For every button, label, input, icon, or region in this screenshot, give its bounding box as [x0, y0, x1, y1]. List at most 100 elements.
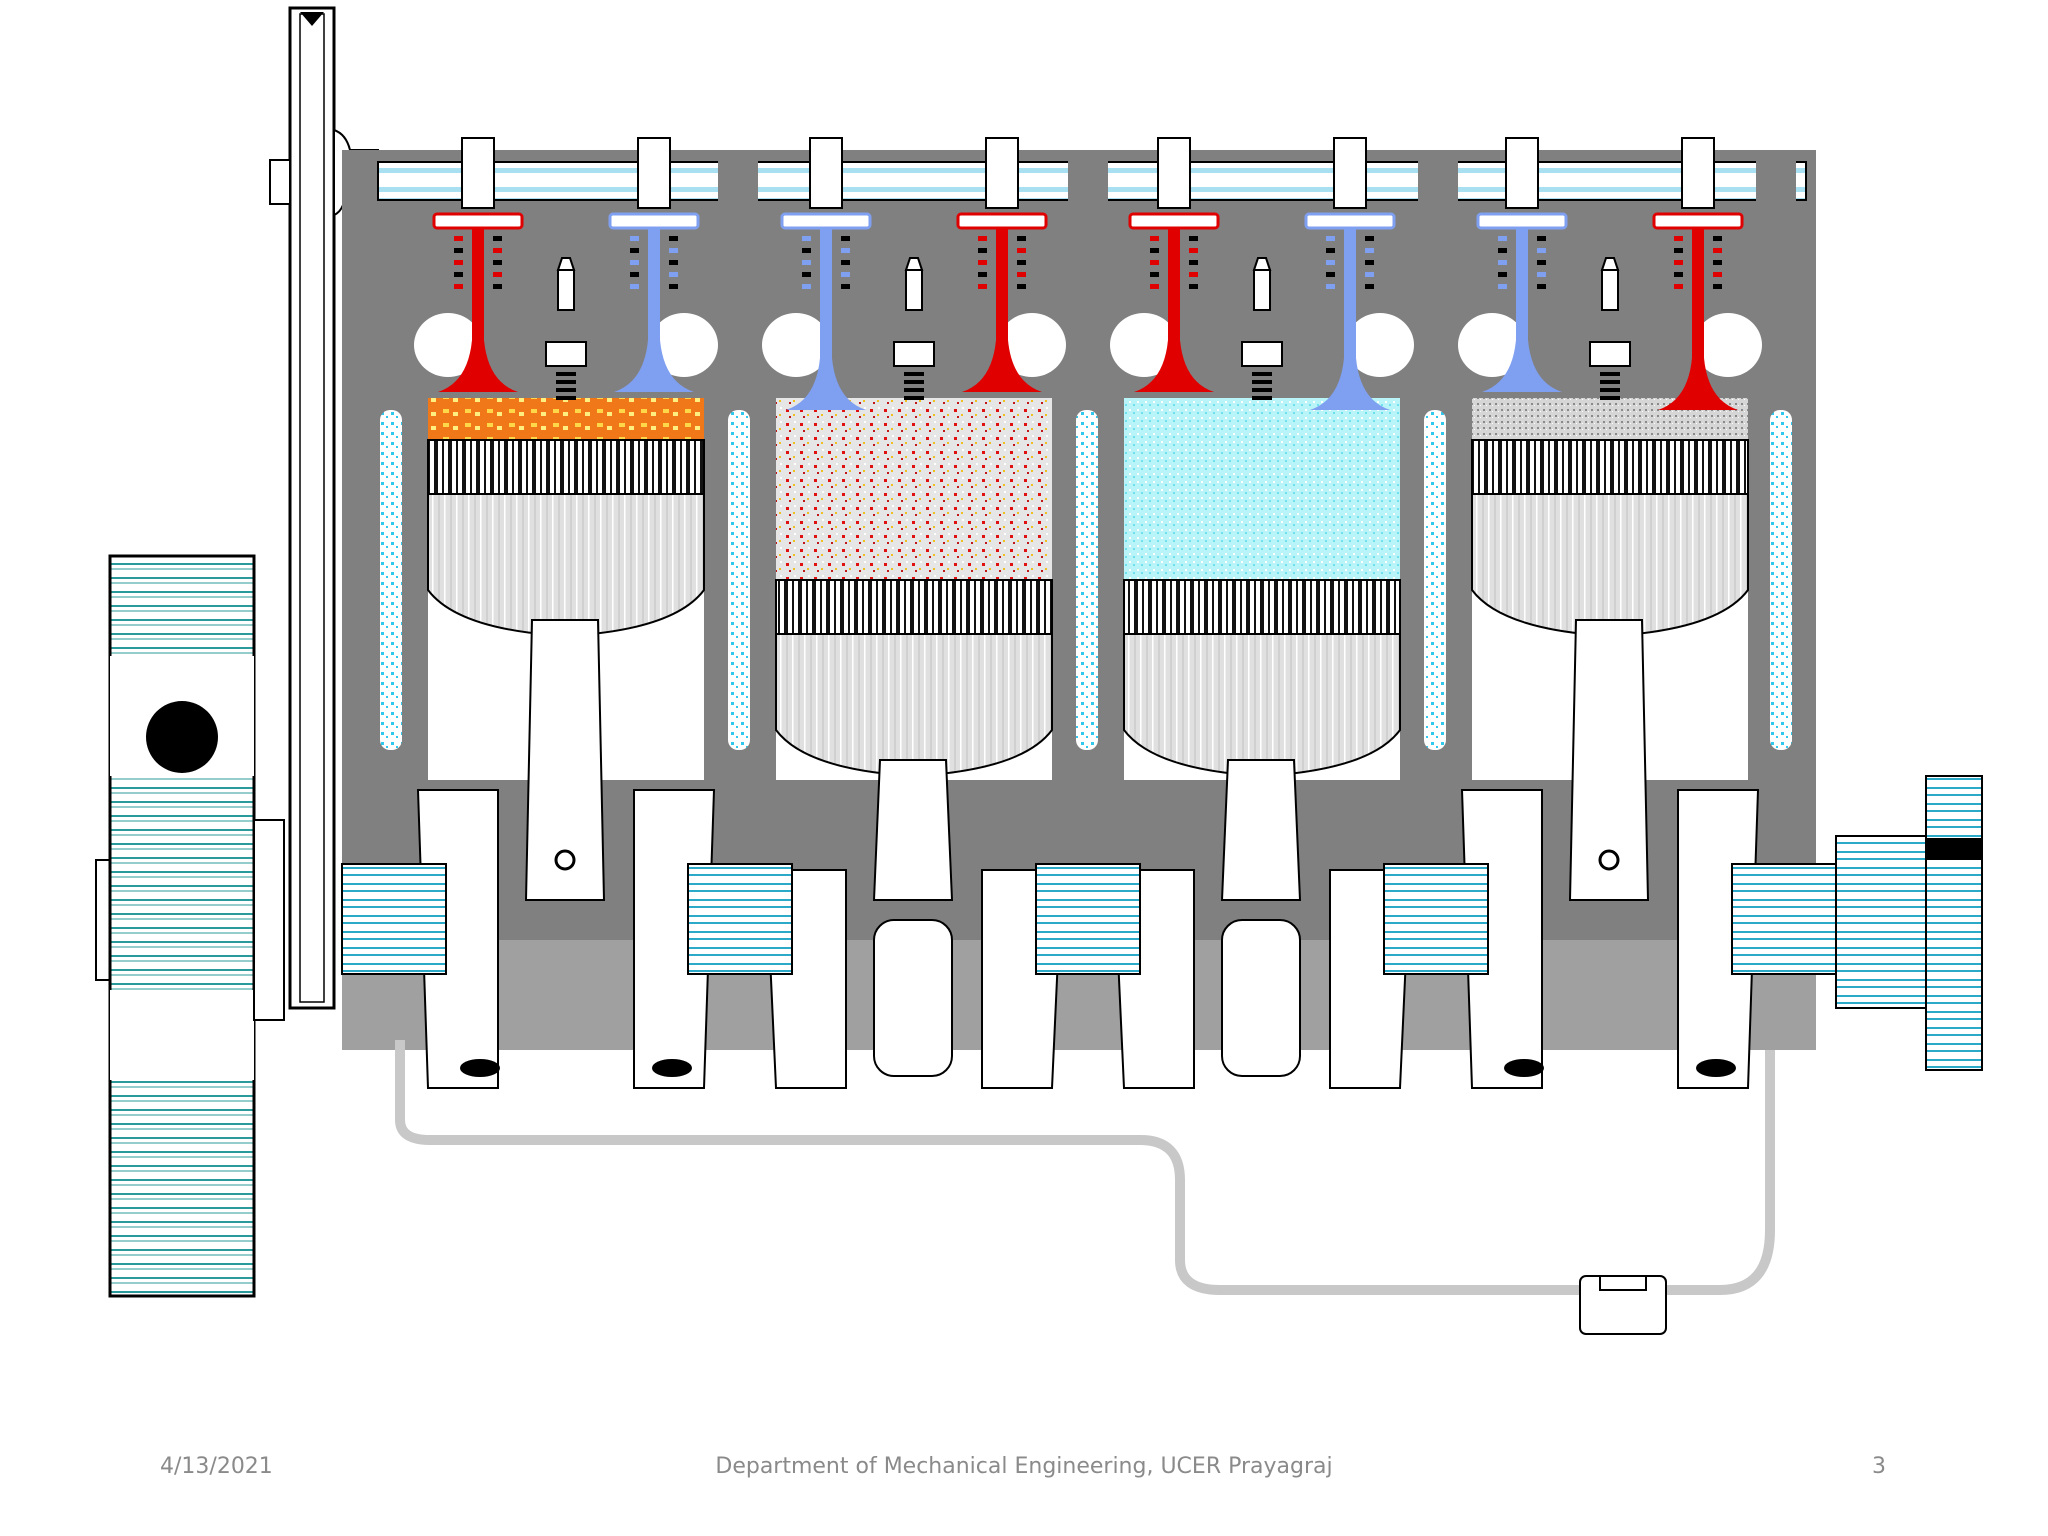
spark-plug-thread	[1600, 396, 1620, 400]
valve-spring-coil	[802, 260, 811, 265]
valve-spring-coil	[1713, 284, 1722, 289]
valve-spring-coil	[1189, 260, 1198, 265]
valve-spring-coil	[630, 284, 639, 289]
valve-spring-coil	[454, 284, 463, 289]
valve-spring-coil	[1326, 248, 1335, 253]
intake-port	[1110, 313, 1178, 377]
valve-spring-coil	[1150, 260, 1159, 265]
spark-plug-thread	[1252, 388, 1272, 392]
connecting-rod	[1568, 619, 1650, 901]
piston	[427, 493, 705, 638]
valve-spring-coil	[1674, 236, 1683, 241]
valve-spring-coil	[841, 236, 850, 241]
spark-plug-hex	[545, 341, 587, 367]
valve-spring-coil	[669, 248, 678, 253]
coolant-jacket	[1076, 410, 1098, 750]
valve-spring-coil	[1017, 248, 1026, 253]
oil-line	[395, 1040, 1775, 1335]
valve-tappet	[1505, 137, 1539, 209]
valve-spring-coil	[1365, 284, 1374, 289]
valve-spring-coil	[1498, 248, 1507, 253]
valve-spring-retainer	[1476, 212, 1568, 230]
camshaft	[377, 150, 1807, 206]
valve-spring-coil	[1365, 236, 1374, 241]
valve-spring-coil	[669, 272, 678, 277]
spark-plug-thread	[1252, 396, 1272, 400]
valve-spring-coil	[454, 236, 463, 241]
crank-pin-icon	[1598, 849, 1620, 871]
connecting-rod	[1220, 759, 1302, 901]
timing-drive	[269, 6, 379, 1010]
valve-stem	[1344, 228, 1356, 396]
valve-spring-coil	[1150, 272, 1159, 277]
valve-spring-retainer	[1304, 212, 1396, 230]
coolant-jacket	[1424, 410, 1446, 750]
valve-spring-coil	[1150, 284, 1159, 289]
valve-spring-coil	[1713, 248, 1722, 253]
valve-head	[614, 340, 694, 392]
spark-plug-thread	[1600, 380, 1620, 384]
valve-spring-coil	[802, 236, 811, 241]
spark-plug-thread	[556, 388, 576, 392]
valve-spring-coil	[669, 260, 678, 265]
valve-spring-coil	[802, 284, 811, 289]
valve-spring-coil	[1365, 248, 1374, 253]
flywheel-hub-icon	[146, 701, 218, 773]
valve-spring-coil	[1326, 260, 1335, 265]
intake-port	[762, 313, 830, 377]
crankshaft	[341, 775, 1983, 1071]
valve-spring-coil	[493, 272, 502, 277]
valve-spring-coil	[630, 236, 639, 241]
valve-spring-retainer	[432, 212, 524, 230]
spark-plug-thread	[556, 396, 576, 400]
valve-tappet	[461, 137, 495, 209]
valve-spring-coil	[1017, 260, 1026, 265]
coolant-jacket	[380, 410, 402, 750]
coolant-jacket	[728, 410, 750, 750]
valve-spring-coil	[978, 236, 987, 241]
valve-tappet	[1681, 137, 1715, 209]
valve-spring-coil	[841, 248, 850, 253]
valve-spring-coil	[841, 284, 850, 289]
valve-spring-coil	[1326, 272, 1335, 277]
valve-spring-coil	[1537, 284, 1546, 289]
piston-rings	[1123, 579, 1401, 635]
valve-spring-coil	[1017, 236, 1026, 241]
valve-spring-coil	[841, 272, 850, 277]
valve-spring-coil	[669, 236, 678, 241]
valve-spring-retainer	[1652, 212, 1744, 230]
spark-plug-thread	[904, 396, 924, 400]
valve-spring-retainer	[956, 212, 1048, 230]
valve-spring-coil	[1150, 248, 1159, 253]
valve-spring-coil	[1189, 284, 1198, 289]
valve-head	[1134, 340, 1214, 392]
spark-plug-thread	[1600, 372, 1620, 376]
spark-plug-thread	[1252, 380, 1272, 384]
cylinder-group	[380, 137, 1792, 1089]
valve-spring-retainer	[1128, 212, 1220, 230]
valve-spring-coil	[1017, 272, 1026, 277]
valve-tappet	[1157, 137, 1191, 209]
intake-port	[1458, 313, 1526, 377]
spark-plug-hex	[893, 341, 935, 367]
piston	[1471, 493, 1749, 638]
valve-tappet	[637, 137, 671, 209]
valve-spring-coil	[802, 272, 811, 277]
exhaust-port	[1694, 313, 1762, 377]
spark-plug-hex	[1241, 341, 1283, 367]
valve-spring-coil	[493, 236, 502, 241]
valve-head	[1310, 358, 1390, 410]
valve-tappet	[1333, 137, 1367, 209]
connecting-rod	[524, 619, 606, 901]
valve-spring-coil	[1674, 260, 1683, 265]
rod-big-end	[873, 919, 953, 1077]
valve-spring-coil	[454, 248, 463, 253]
valve-spring-coil	[802, 248, 811, 253]
piston-rings	[427, 439, 705, 495]
valve-spring-coil	[841, 260, 850, 265]
exhaust-port	[998, 313, 1066, 377]
rod-big-end	[1221, 919, 1301, 1077]
valve-spring-coil	[1498, 284, 1507, 289]
timing-mark-icon	[300, 12, 324, 26]
valve-spring-coil	[493, 248, 502, 253]
